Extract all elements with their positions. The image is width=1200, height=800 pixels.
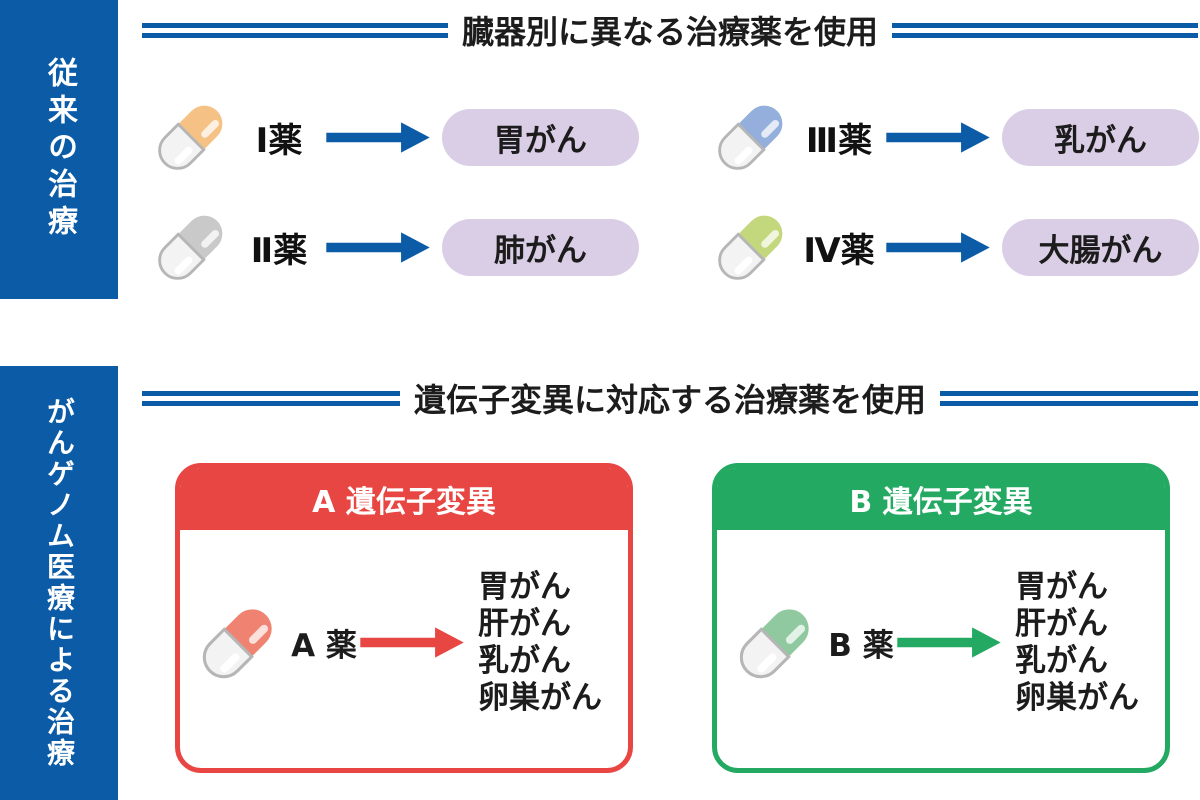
conventional-header-title: 臓器別に異なる治療薬を使用	[462, 13, 879, 51]
drug-label: B 薬	[828, 628, 894, 664]
target-cancer-item: 肝がん	[478, 605, 571, 642]
drug-row-1: Ⅰ薬 胃がん	[150, 96, 639, 178]
conventional-section-banner: 従来の治療	[0, 0, 118, 299]
target-cancer-list: 胃がん 肝がん 乳がん 卵巣がん	[1015, 569, 1139, 717]
drug-label: Ⅲ薬	[805, 120, 873, 161]
target-cancer-item: 肝がん	[1015, 605, 1108, 642]
target-cancer-item: 胃がん	[478, 568, 571, 605]
capsule-pill-icon	[202, 608, 272, 678]
capsule-pill-icon	[739, 608, 809, 678]
drug-row-3: Ⅲ薬 乳がん	[710, 96, 1199, 178]
arrow-right-icon	[886, 231, 990, 263]
target-cancer-item: 乳がん	[478, 642, 571, 679]
mutation-box-a: A 遺伝子変異 A 薬 胃がん 肝がん 乳がん 卵巣がん	[175, 463, 633, 773]
target-cancer-item: 卵巣がん	[478, 679, 602, 716]
mutation-box-a-title: A 遺伝子変異	[180, 468, 628, 530]
conventional-section-header: 臓器別に異なる治療薬を使用	[142, 8, 1199, 52]
double-rule-left	[142, 390, 400, 406]
arrow-right-icon	[326, 231, 430, 263]
target-cancer-list: 胃がん 肝がん 乳がん 卵巣がん	[478, 569, 602, 717]
target-cancer-pill: 胃がん	[442, 108, 639, 166]
target-cancer-pill: 肺がん	[442, 218, 639, 276]
capsule-pill-icon	[718, 105, 783, 170]
target-cancer-pill: 大腸がん	[1002, 218, 1199, 276]
arrow-right-icon	[886, 121, 990, 153]
target-cancer-item: 卵巣がん	[1015, 679, 1139, 716]
mutation-box-b-content: B 薬 胃がん 肝がん 乳がん 卵巣がん	[717, 530, 1165, 763]
capsule-pill-icon	[158, 105, 223, 170]
arrow-right-icon	[897, 627, 1001, 658]
conventional-banner-label: 従来の治療	[42, 57, 77, 242]
genome-section-banner: がんゲノム医療による治療	[0, 366, 118, 800]
mutation-box-a-content: A 薬 胃がん 肝がん 乳がん 卵巣がん	[180, 530, 628, 763]
capsule-pill-icon	[158, 215, 223, 280]
mutation-box-b: B 遺伝子変異 B 薬 胃がん 肝がん 乳がん 卵巣がん	[712, 463, 1170, 773]
double-rule-right	[892, 22, 1199, 38]
capsule-pill-icon	[718, 215, 783, 280]
double-rule-left	[142, 22, 448, 38]
drug-row-2: Ⅱ薬 肺がん	[150, 206, 639, 288]
target-cancer-item: 胃がん	[1015, 568, 1108, 605]
drug-label: Ⅰ薬	[255, 120, 303, 161]
arrow-right-icon	[326, 121, 430, 153]
target-cancer-item: 乳がん	[1015, 642, 1108, 679]
drug-label: Ⅳ薬	[803, 230, 875, 271]
drug-label: Ⅱ薬	[250, 230, 308, 271]
drug-row-4: Ⅳ薬 大腸がん	[710, 206, 1199, 288]
genome-banner-label: がんゲノム医療による治療	[43, 397, 76, 769]
genome-header-title: 遺伝子変異に対応する治療薬を使用	[414, 381, 927, 419]
genome-section-header: 遺伝子変異に対応する治療薬を使用	[142, 376, 1199, 420]
arrow-right-icon	[360, 627, 464, 658]
target-cancer-pill: 乳がん	[1002, 108, 1199, 166]
mutation-box-b-title: B 遺伝子変異	[717, 468, 1165, 530]
double-rule-right	[940, 390, 1199, 406]
drug-label: A 薬	[291, 628, 357, 664]
